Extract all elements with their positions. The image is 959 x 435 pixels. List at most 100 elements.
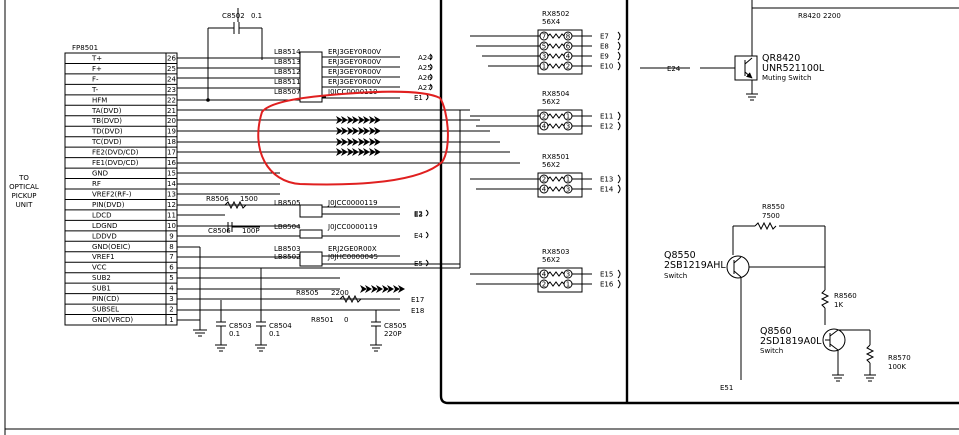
c8504-value: 0.1 — [269, 330, 280, 338]
pin-number: 16 — [167, 159, 176, 167]
pin-name: PIN(DVD) — [92, 201, 125, 209]
inductor-ref: LB8513 — [274, 58, 301, 66]
array-pin: 3 — [542, 53, 546, 61]
pin-name: T- — [91, 86, 99, 94]
inductor-ref: LB8504 — [274, 223, 301, 231]
array-signal: E16 — [600, 281, 614, 289]
pin-number: 15 — [167, 170, 176, 178]
array-ref: RX8501 — [542, 153, 569, 161]
pin-number: 22 — [167, 96, 176, 104]
array-pin: 1 — [566, 176, 570, 184]
array-ref: RX8502 — [542, 10, 569, 18]
inductor-signal: E1 — [414, 94, 423, 102]
array-signal: E14 — [600, 186, 614, 194]
transistor-q8550-q8560: R8550 7500 Q8550 2SB1219AHL Switch E51 R… — [664, 203, 911, 392]
pin-name: HFM — [92, 96, 107, 104]
pin-number: 21 — [167, 107, 176, 115]
r8501-value: 0 — [344, 316, 348, 324]
arrow-strip — [336, 138, 381, 146]
side-label-line: PICKUP — [12, 192, 37, 200]
pin-number: 13 — [167, 190, 176, 198]
pin-name: TC(DVD) — [91, 138, 122, 146]
arrow-strip — [360, 285, 405, 293]
c8502-value: 0.1 — [251, 12, 262, 20]
signal-tags-left: E3 E17 E18 — [411, 211, 424, 315]
arrow-strip — [336, 127, 381, 135]
tag-e18: E18 — [411, 307, 424, 315]
r8570-ref: R8570 — [888, 354, 911, 362]
array-pin: 6 — [566, 43, 571, 51]
array-ref: RX8503 — [542, 248, 569, 256]
pin-name: GND — [92, 170, 108, 178]
pin-number: 18 — [167, 138, 176, 146]
array-pin: 1 — [566, 113, 570, 121]
c8502-ref: C8502 — [222, 12, 245, 20]
q8550-part: 2SB1219AHL — [664, 260, 726, 271]
q8560-ref: Q8560 — [760, 326, 792, 337]
array-pin: 3 — [566, 186, 570, 194]
inductor-part: ERJ3GEY0R00V — [328, 48, 381, 56]
tag-e17: E17 — [411, 296, 424, 304]
array-signal: E10 — [600, 63, 613, 71]
frame-lines — [4, 0, 959, 435]
pin-name: T+ — [91, 54, 102, 62]
c8506-value: 100P — [242, 227, 260, 235]
r8550-value: 7500 — [762, 212, 780, 220]
pin-name: F- — [92, 75, 99, 83]
passives-lower: R8506 1500 C8506 100P R8505 2200 R8501 0… — [206, 195, 407, 352]
tag-e3: E3 — [414, 211, 423, 219]
pin-name: SUB1 — [92, 285, 111, 293]
array-pin: 2 — [542, 113, 546, 121]
pin-number: 4 — [169, 285, 174, 293]
qr8420-desc: Muting Switch — [762, 74, 811, 82]
side-label-line: TO — [18, 174, 29, 182]
inductor-part: ERJ3GEY0R00V — [328, 78, 381, 86]
pin-name: VCC — [92, 264, 107, 272]
array-pin: 4 — [542, 123, 547, 131]
r8420-ref: R8420 — [798, 12, 821, 20]
array-signal: E13 — [600, 176, 613, 184]
inductor-signal: A26 — [418, 74, 432, 82]
r8506-value: 1500 — [240, 195, 258, 203]
pin-number: 2 — [169, 306, 173, 314]
inductor-signal: A24 — [418, 54, 432, 62]
array-pin: 7 — [542, 33, 546, 41]
side-label-line: UNIT — [16, 201, 33, 209]
inductor-ref: LB8514 — [274, 48, 301, 56]
array-value: 56X4 — [542, 18, 561, 26]
connector-ref: FP8501 — [72, 44, 98, 52]
signal-wires — [177, 109, 520, 337]
inductor-signal: E4 — [414, 232, 423, 240]
pin-number: 12 — [167, 201, 176, 209]
pin-name: GND(VRCD) — [92, 316, 133, 324]
inductor-ref: LB8505 — [274, 199, 301, 207]
array-signal: E12 — [600, 123, 613, 131]
q8560-desc: Switch — [760, 347, 783, 355]
arrow-strip — [336, 148, 381, 156]
pin-name: LDGND — [92, 222, 117, 230]
inductor-part: ERJ2GE0R00X — [328, 245, 377, 253]
pin-number: 3 — [169, 295, 173, 303]
array-pin: 2 — [542, 281, 546, 289]
pin-name: RF — [92, 180, 101, 188]
pin-name: F+ — [92, 65, 102, 73]
pin-name: PIN(CD) — [92, 295, 120, 303]
array-value: 56X2 — [542, 256, 560, 264]
array-pin: 3 — [566, 271, 570, 279]
array-signal: E7 — [600, 33, 609, 41]
inductor-part: ERJ3GEY0R00V — [328, 58, 381, 66]
pin-name: TA(DVD) — [91, 107, 122, 115]
array-pin: 3 — [566, 123, 570, 131]
array-pin: 8 — [566, 33, 570, 41]
r8501-ref: R8501 — [311, 316, 334, 324]
pin-name: VREF1 — [92, 253, 115, 261]
pin-number: 24 — [167, 75, 176, 83]
array-pin: 5 — [542, 43, 546, 51]
r8550-ref: R8550 — [762, 203, 785, 211]
array-pin: 1 — [566, 281, 570, 289]
pin-number: 23 — [167, 86, 176, 94]
pin-number: 17 — [167, 149, 176, 157]
transistor-qr8420: E24 QR8420 UNR521100L Muting Switch R842… — [640, 8, 841, 101]
